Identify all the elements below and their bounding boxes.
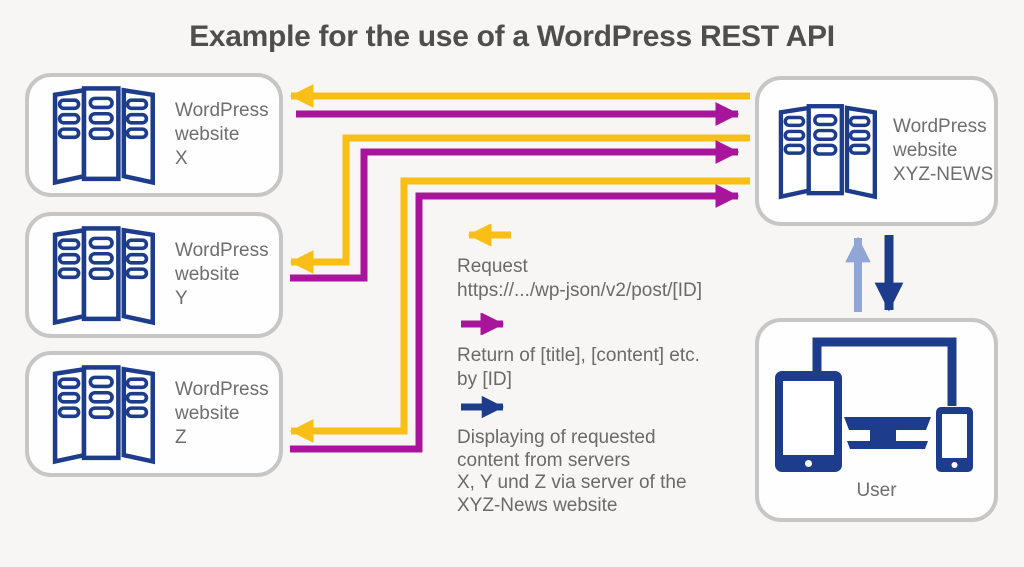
node-website-y: WordPress website Y [25, 212, 283, 338]
legend-line: Request [457, 256, 528, 277]
legend-line: X, Y und Z via server of the [457, 472, 687, 493]
return-arrow-icon [461, 312, 505, 336]
legend-request: Request https://.../wp-json/v2/post/[ID] [457, 223, 757, 303]
server-icon [39, 362, 167, 466]
node-website-xyz-news-label: WordPress website XYZ-NEWS [893, 115, 993, 187]
legend-line: content from servers [457, 449, 631, 471]
label-line: website [893, 140, 958, 161]
diagram-title: Example for the use of a WordPress REST … [189, 20, 835, 53]
server-icon [769, 101, 885, 201]
label-line: website [175, 124, 240, 145]
legend-line: by [ID] [457, 369, 512, 390]
display-arrow-icon [461, 395, 505, 419]
legend-return-text: Return of [title], [content] etc. by [ID… [457, 344, 757, 392]
server-icon [39, 223, 167, 327]
node-website-y-label: WordPress website Y [175, 239, 269, 311]
node-website-x: WordPress website X [25, 73, 283, 197]
legend-return: Return of [title], [content] etc. by [ID… [457, 312, 757, 392]
node-website-z-label: WordPress website Z [175, 378, 269, 450]
label-line: XYZ-NEWS [893, 164, 994, 185]
node-user-label: User [856, 480, 897, 501]
label-line: Z [175, 427, 187, 448]
label-line: website [175, 403, 240, 424]
label-line: Y [175, 288, 188, 309]
node-website-x-label: WordPress website X [175, 99, 269, 171]
label-line: WordPress [175, 379, 269, 400]
legend-display: Displaying of requested content from ser… [457, 395, 757, 517]
legend-line: Displaying of requested [457, 427, 656, 448]
arrow-request-news-to-z [289, 177, 750, 443]
legend-line: XYZ-News website [457, 494, 618, 516]
legend-request-text: Request https://.../wp-json/v2/post/[ID] [457, 255, 757, 303]
label-line: WordPress [175, 100, 269, 121]
server-icon [39, 83, 167, 187]
label-line: X [175, 148, 188, 169]
node-website-z: WordPress website Z [25, 351, 283, 477]
legend-display-text: Displaying of requested content from ser… [457, 427, 757, 517]
label-line: website [175, 264, 240, 285]
user-devices-icon [759, 322, 1002, 482]
request-arrow-icon [467, 223, 511, 247]
label-line: WordPress [175, 240, 269, 261]
legend-line: Return of [title], [content] etc. [457, 345, 700, 366]
node-user: User [755, 318, 998, 522]
node-website-xyz-news: WordPress website XYZ-NEWS [755, 76, 998, 226]
label-line: WordPress [893, 116, 987, 137]
legend-line: https://.../wp-json/v2/post/[ID] [457, 280, 702, 301]
